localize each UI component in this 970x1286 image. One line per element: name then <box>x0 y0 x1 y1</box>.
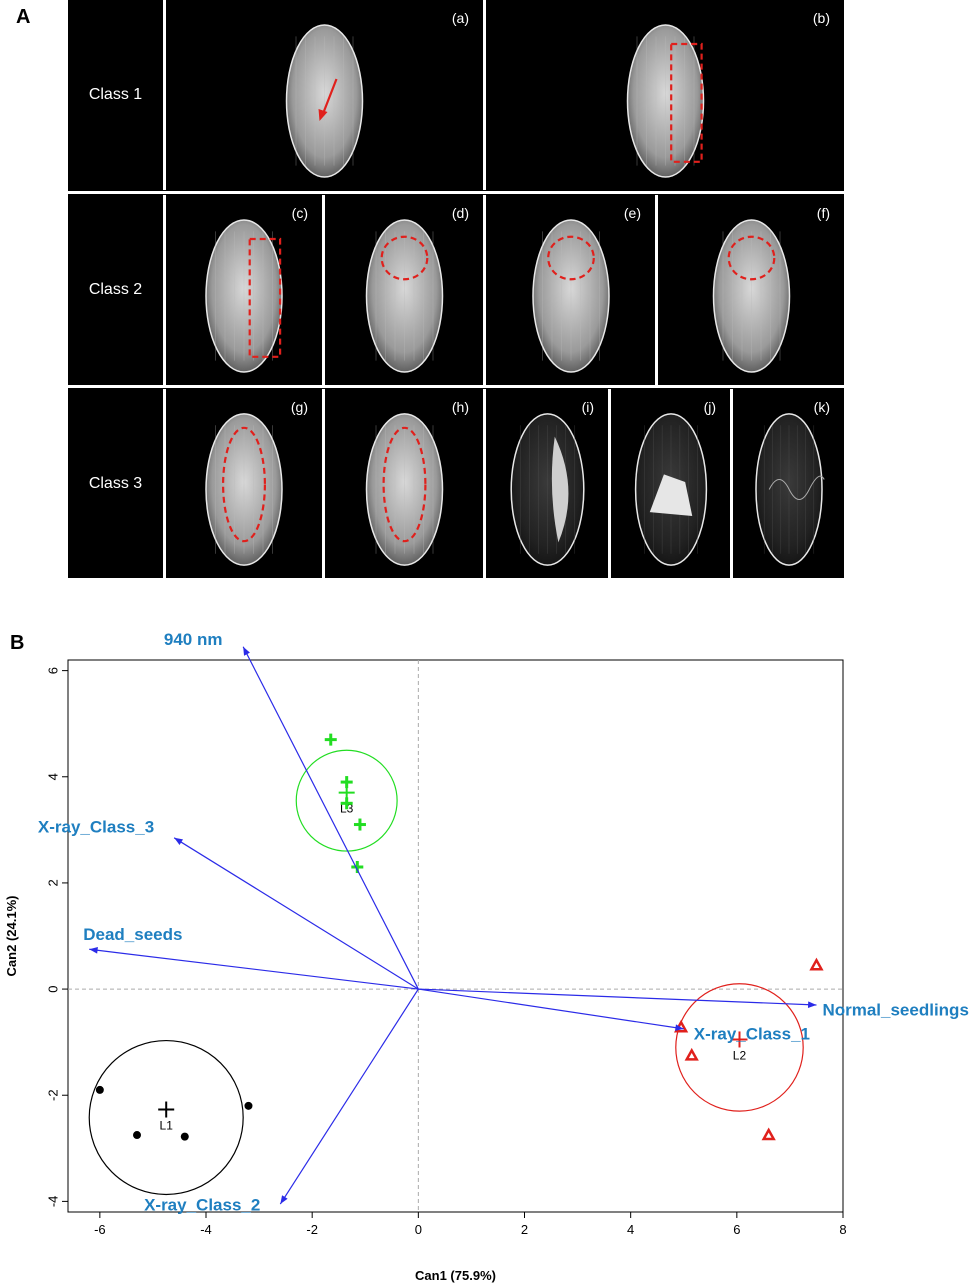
grid-divider <box>163 389 166 578</box>
seed-xray-image: (k) <box>734 389 844 578</box>
vector-label: X-ray_Class_1 <box>694 1024 810 1043</box>
vector-label: Normal_seedlings <box>822 1000 968 1019</box>
grid-divider <box>68 191 844 194</box>
group-ellipse <box>295 749 398 852</box>
panel-b-letter: B <box>10 632 25 654</box>
grid-divider <box>730 389 733 578</box>
plot-frame <box>67 659 844 1213</box>
x-tick-label: 6 <box>733 1222 740 1237</box>
loading-vector <box>279 988 419 1205</box>
grid-divider <box>68 385 844 388</box>
x-tick-label: -2 <box>306 1222 318 1237</box>
data-point <box>684 1047 699 1061</box>
class-label: Class 2 <box>68 195 163 385</box>
loading-vector <box>89 948 419 990</box>
image-label: (b) <box>812 10 830 26</box>
image-label: (a) <box>451 10 469 26</box>
y-tick-label: 2 <box>45 879 60 886</box>
seed-xray-image: (b) <box>487 0 844 190</box>
seed-xray-image: (e) <box>487 195 655 385</box>
grid-divider <box>163 195 166 385</box>
loading-vector <box>173 837 419 990</box>
data-point <box>180 1132 189 1141</box>
y-tick-label: 4 <box>45 773 60 780</box>
image-label: (j) <box>703 399 716 415</box>
y-tick-label: -2 <box>45 1089 60 1101</box>
vector-arrowhead <box>89 946 98 954</box>
grid-divider <box>483 0 486 190</box>
vector-label: Dead_seeds <box>83 925 182 944</box>
vector-arrowhead <box>280 1195 288 1205</box>
data-point <box>809 957 824 971</box>
image-label: (c) <box>291 205 308 221</box>
vector-arrowhead <box>243 646 250 656</box>
group-label: L2 <box>733 1048 747 1062</box>
vector-label: X-ray_Class_2 <box>144 1196 260 1215</box>
x-axis-title: Can1 (75.9%) <box>415 1268 496 1283</box>
loading-vector <box>242 646 419 990</box>
vector-arrowhead <box>807 1001 817 1008</box>
data-point <box>761 1127 776 1141</box>
vector-label: X-ray_Class_3 <box>38 817 154 836</box>
data-point <box>244 1101 253 1110</box>
group-ellipse <box>675 983 804 1112</box>
x-tick-label: 4 <box>627 1222 634 1237</box>
data-point <box>340 797 353 810</box>
loading-vector <box>418 988 817 1006</box>
data-point <box>324 733 337 746</box>
xray-image-grid: Class 1 (a) (b) Class 2 (c) (d) (e) (f) Class 3 (… <box>68 0 844 578</box>
group-ellipse <box>88 1039 244 1196</box>
data-point <box>353 818 366 831</box>
y-tick-label: 0 <box>45 985 60 992</box>
x-tick-label: 8 <box>839 1222 846 1237</box>
group-label: L1 <box>160 1119 174 1133</box>
image-label: (d) <box>451 205 469 221</box>
data-point <box>133 1131 142 1140</box>
image-label: (f) <box>816 205 830 221</box>
x-tick-label: 0 <box>415 1222 422 1237</box>
panel-a-letter: A <box>16 6 31 28</box>
seed-xray-image: (f) <box>659 195 844 385</box>
seed-xray-image: (g) <box>166 389 322 578</box>
image-label: (e) <box>623 205 641 221</box>
vector-label: 940 nm <box>164 630 223 649</box>
y-tick-label: -4 <box>45 1196 60 1208</box>
seed-xray-image: (i) <box>487 389 608 578</box>
data-point <box>95 1085 104 1094</box>
y-axis-title: Can2 (24.1%) <box>4 896 19 977</box>
vector-arrowhead <box>174 837 184 846</box>
x-tick-label: -4 <box>200 1222 212 1237</box>
grid-divider <box>655 195 658 385</box>
seed-xray-image: (h) <box>326 389 483 578</box>
class-label: Class 3 <box>68 389 163 578</box>
grid-divider <box>483 389 486 578</box>
grid-divider <box>322 389 325 578</box>
seed-xray-image: (a) <box>166 0 483 190</box>
grid-divider <box>608 389 611 578</box>
seed-xray-image: (d) <box>326 195 483 385</box>
image-label: (k) <box>813 399 830 415</box>
image-label: (h) <box>451 399 469 415</box>
x-tick-label: -6 <box>94 1222 106 1237</box>
grid-divider <box>163 0 166 190</box>
vector-arrowhead <box>674 1024 684 1031</box>
class-label: Class 1 <box>68 0 163 190</box>
x-tick-label: 2 <box>521 1222 528 1237</box>
data-point <box>340 776 353 789</box>
image-label: (i) <box>581 399 594 415</box>
seed-xray-image: (j) <box>612 389 730 578</box>
grid-divider <box>322 195 325 385</box>
grid-divider <box>483 195 486 385</box>
loading-vector <box>418 988 684 1030</box>
image-label: (g) <box>290 399 308 415</box>
y-tick-label: 6 <box>45 667 60 674</box>
seed-xray-image: (c) <box>166 195 322 385</box>
